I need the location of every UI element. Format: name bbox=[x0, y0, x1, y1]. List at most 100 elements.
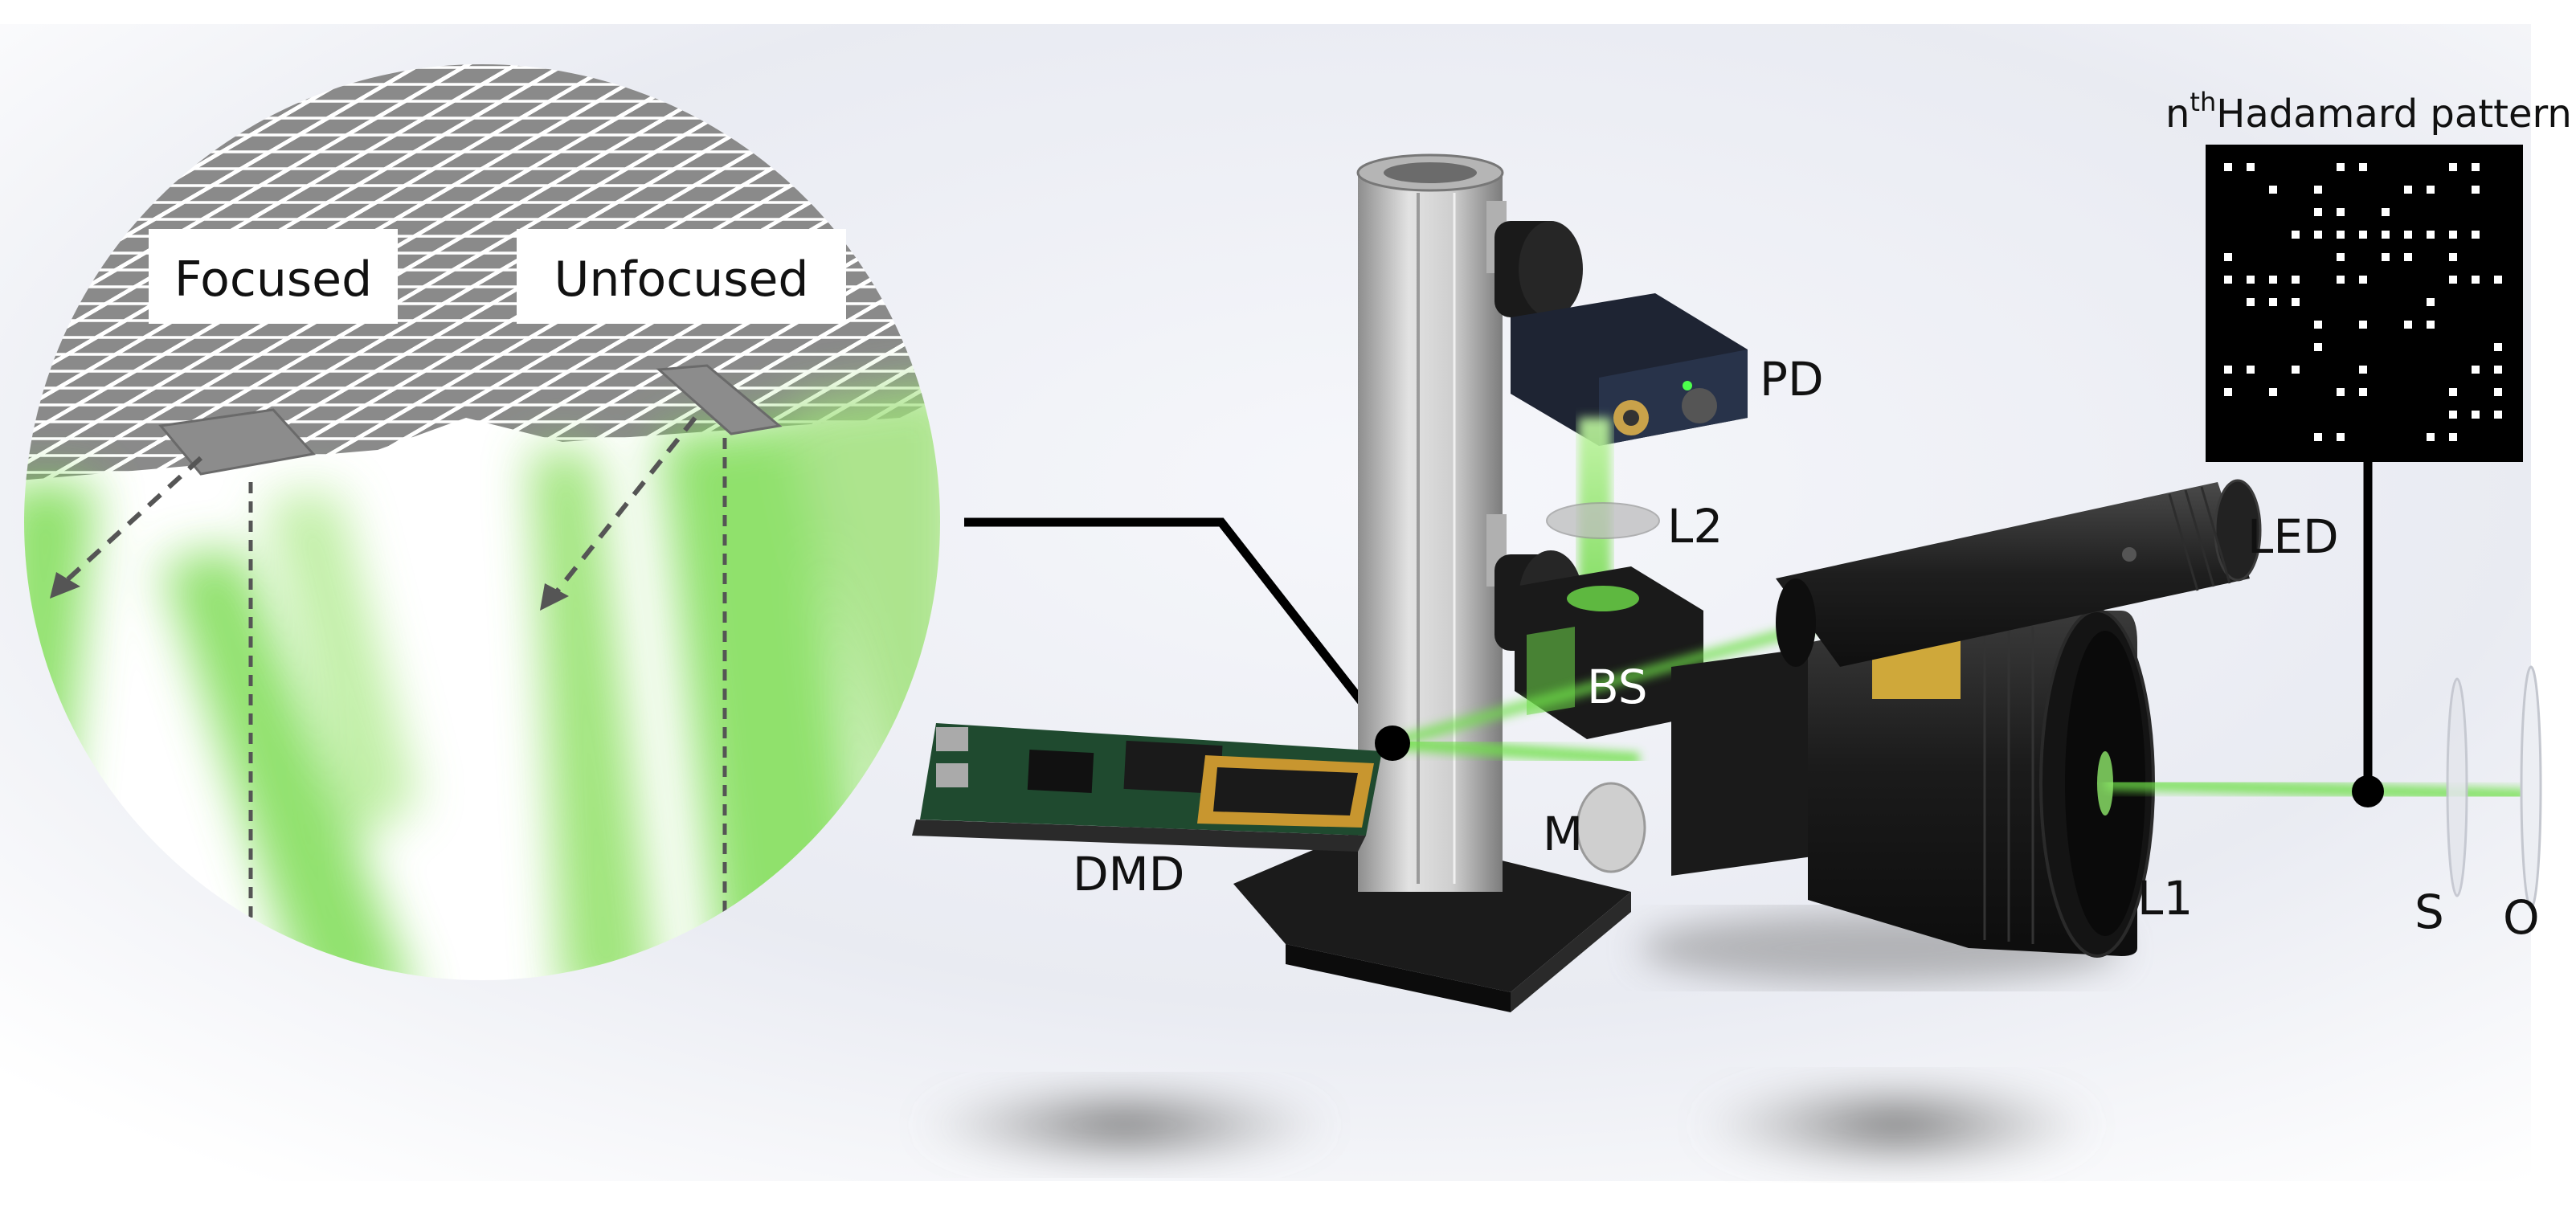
arrowhead bbox=[540, 583, 569, 611]
hadamard-pixel bbox=[2359, 276, 2367, 284]
reflection-arrow bbox=[62, 456, 203, 585]
hadamard-pixel bbox=[2427, 186, 2435, 194]
hadamard-pixel bbox=[2337, 208, 2345, 216]
hadamard-pixel bbox=[2292, 276, 2300, 284]
hadamard-pixel bbox=[2494, 366, 2502, 374]
label-bs: BS bbox=[1587, 660, 1648, 714]
hadamard-pixel bbox=[2449, 388, 2457, 396]
beam-led-to-dmd bbox=[1388, 613, 1842, 749]
label-l1: L1 bbox=[2137, 871, 2193, 926]
arrowhead bbox=[50, 572, 80, 599]
hadamard-pixel bbox=[2224, 276, 2232, 284]
hadamard-pixel bbox=[2359, 366, 2367, 374]
hadamard-pixel bbox=[2269, 276, 2277, 284]
hadamard-pixel bbox=[2472, 186, 2480, 194]
hadamard-pixel bbox=[2427, 433, 2435, 441]
hadamard-pixel bbox=[2314, 231, 2322, 239]
lens-adapter bbox=[1671, 643, 1848, 876]
label-dmd: DMD bbox=[1073, 847, 1184, 901]
hadamard-pixel bbox=[2404, 186, 2412, 194]
hadamard-pixel bbox=[2337, 231, 2345, 239]
hadamard-pixel bbox=[2314, 186, 2322, 194]
hadamard-pixel bbox=[2449, 163, 2457, 171]
hadamard-pixel bbox=[2337, 433, 2345, 441]
label-o: O bbox=[2503, 890, 2540, 945]
hadamard-pixel bbox=[2494, 411, 2502, 419]
hadamard-pixel bbox=[2494, 276, 2502, 284]
hadamard-pixel bbox=[2337, 276, 2345, 284]
hadamard-pixel bbox=[2472, 231, 2480, 239]
hadamard-pixel bbox=[2337, 253, 2345, 261]
hadamard-pixel bbox=[2247, 163, 2255, 171]
dmd-focal-point bbox=[1375, 726, 1410, 761]
hadamard-pattern-pixels bbox=[2224, 163, 2502, 441]
unfocused-label-box bbox=[517, 229, 846, 324]
hadamard-pixel bbox=[2247, 366, 2255, 374]
hadamard-pixel bbox=[2449, 433, 2457, 441]
hadamard-pixel bbox=[2359, 163, 2367, 171]
unfocused-mirror bbox=[656, 364, 783, 435]
hadamard-pixel bbox=[2449, 411, 2457, 419]
object-o bbox=[2520, 665, 2542, 909]
vertical-rail bbox=[1358, 173, 1503, 892]
hadamard-pixel bbox=[2247, 298, 2255, 306]
lens-l2 bbox=[1546, 502, 1660, 539]
hadamard-pixel bbox=[2314, 343, 2322, 351]
focused-label: Focused bbox=[174, 251, 372, 308]
hadamard-pixel bbox=[2269, 298, 2277, 306]
label-led: LED bbox=[2247, 509, 2339, 564]
beam-dmd-to-lens bbox=[1389, 737, 1640, 766]
hadamard-pixel bbox=[2382, 253, 2390, 261]
hadamard-pixel bbox=[2314, 321, 2322, 329]
hadamard-pixel bbox=[2404, 231, 2412, 239]
hadamard-pixel bbox=[2224, 366, 2232, 374]
hadamard-pixel bbox=[2449, 231, 2457, 239]
hadamard-pixel bbox=[2224, 163, 2232, 171]
hadamard-pixel bbox=[2472, 411, 2480, 419]
hadamard-pixel bbox=[2292, 231, 2300, 239]
hadamard-pixel bbox=[2472, 366, 2480, 374]
hadamard-pixel bbox=[2494, 343, 2502, 351]
inset-callout-line bbox=[964, 517, 1398, 746]
hadamard-pixel bbox=[2382, 208, 2390, 216]
floor-shadow bbox=[916, 1081, 1334, 1169]
hadamard-pixel bbox=[2359, 321, 2367, 329]
label-s: S bbox=[2414, 885, 2444, 939]
mirror-m bbox=[1576, 782, 1646, 873]
hadamard-pixel bbox=[2449, 253, 2457, 261]
hadamard-pixel bbox=[2404, 321, 2412, 329]
reflection-arrow bbox=[552, 416, 697, 596]
sample-s bbox=[2446, 677, 2468, 897]
label-pd: PD bbox=[1760, 352, 1824, 407]
micromirror-array bbox=[24, 64, 940, 482]
hadamard-pixel bbox=[2359, 388, 2367, 396]
hadamard-pattern-label: nthHadamard pattern bbox=[2165, 87, 2572, 137]
unfocused-label: Unfocused bbox=[554, 251, 808, 308]
hadamard-pixel bbox=[2404, 253, 2412, 261]
focused-label-box bbox=[149, 229, 398, 324]
hadamard-pixel bbox=[2359, 231, 2367, 239]
hadamard-pixel bbox=[2269, 186, 2277, 194]
hadamard-pixel bbox=[2314, 208, 2322, 216]
hadamard-pixel bbox=[2292, 366, 2300, 374]
hadamard-pixel bbox=[2427, 231, 2435, 239]
hadamard-pixel bbox=[2314, 433, 2322, 441]
hadamard-pixel bbox=[2247, 276, 2255, 284]
hadamard-pixel bbox=[2449, 276, 2457, 284]
pattern-beam-point bbox=[2352, 775, 2384, 807]
hadamard-pixel bbox=[2269, 388, 2277, 396]
hadamard-pixel bbox=[2427, 298, 2435, 306]
hadamard-pixel bbox=[2292, 298, 2300, 306]
floor-shadow bbox=[1695, 1077, 2097, 1173]
hadamard-pixel bbox=[2472, 276, 2480, 284]
hadamard-pixel bbox=[2224, 253, 2232, 261]
hadamard-pattern-image bbox=[2206, 145, 2523, 462]
hadamard-pixel bbox=[2224, 388, 2232, 396]
label-m: M bbox=[1543, 807, 1583, 861]
hadamard-pixel bbox=[2494, 388, 2502, 396]
hadamard-pixel bbox=[2337, 163, 2345, 171]
power-connector bbox=[1682, 388, 1717, 423]
label-l2: L2 bbox=[1667, 499, 1723, 554]
led-source bbox=[1776, 482, 2250, 667]
